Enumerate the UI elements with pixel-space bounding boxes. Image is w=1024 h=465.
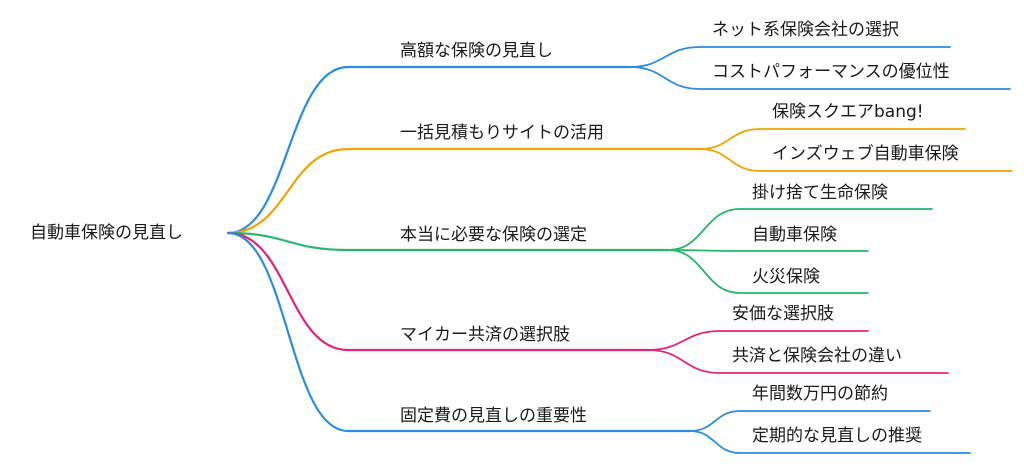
branch-3-child-2-label: 自動車保険 xyxy=(752,225,837,245)
branch-2-child-2-connector xyxy=(699,148,1013,172)
branch-1-child-2-connector xyxy=(629,66,1011,90)
branch-1-child-2-label: コストパフォーマンスの優位性 xyxy=(712,62,950,82)
branch-4-label: マイカー共済の選択肢 xyxy=(400,325,570,345)
branch-2-child-1-label: 保険スクエアbang! xyxy=(772,102,924,122)
branch-5-connector xyxy=(226,231,692,433)
branch-3-child-1-connector xyxy=(667,208,933,251)
branch-3-label: 本当に必要な保険の選定 xyxy=(400,225,587,245)
branch-4-child-1-connector xyxy=(647,330,869,351)
branch-3-connector xyxy=(226,231,670,252)
branch-2-label: 一括見積もりサイトの活用 xyxy=(400,123,604,143)
branch-1-child-1-connector xyxy=(629,46,951,68)
branch-1-label: 高額な保険の見直し xyxy=(400,41,553,61)
branch-1-connector xyxy=(226,65,632,235)
branch-2-connector xyxy=(226,147,702,235)
branch-5-child-1-connector xyxy=(689,410,931,432)
branch-4-child-2-label: 共済と保険会社の違い xyxy=(732,346,902,366)
branch-1-child-1-label: ネット系保険会社の選択 xyxy=(712,20,899,40)
branch-3-child-3-label: 火災保険 xyxy=(752,267,820,287)
branch-5-child-2-label: 定期的な見直しの推奨 xyxy=(752,426,922,446)
branch-3-child-2-connector xyxy=(667,249,869,252)
branch-5-child-2-connector xyxy=(689,430,971,454)
branch-2-child-2-label: インズウェブ自動車保険 xyxy=(772,144,959,164)
branch-4-connector xyxy=(226,231,650,352)
branch-4-child-1-label: 安価な選択肢 xyxy=(732,304,834,324)
branch-4-child-2-connector xyxy=(647,349,949,374)
branch-3-child-1-label: 掛け捨て生命保険 xyxy=(752,183,888,203)
branch-2-child-1-connector xyxy=(699,128,966,150)
branch-5-child-1-label: 年間数万円の節約 xyxy=(752,384,888,404)
branch-5-label: 固定費の見直しの重要性 xyxy=(400,406,587,426)
root-node-label: 自動車保険の見直し xyxy=(30,223,183,243)
branch-3-child-3-connector xyxy=(667,249,869,294)
